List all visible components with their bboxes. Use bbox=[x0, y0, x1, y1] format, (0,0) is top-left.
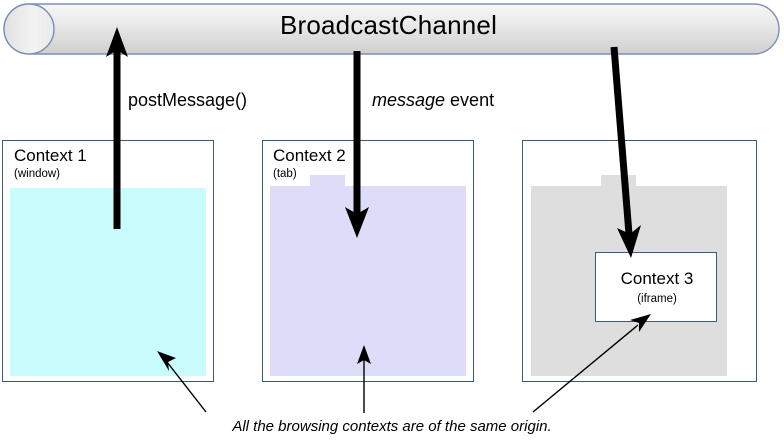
context-2-title: Context 2 bbox=[273, 146, 346, 165]
context-1-title: Context 1 bbox=[14, 146, 87, 165]
context-1-subtitle: (window) bbox=[14, 168, 61, 180]
context-3-title: Context 3 bbox=[620, 269, 694, 288]
diagram-caption: All the browsing contexts are of the sam… bbox=[232, 418, 552, 435]
context-1-window-surface bbox=[10, 188, 206, 376]
context-3-iframe-box: Context 3 (iframe) bbox=[595, 252, 717, 322]
edge-label-message-rest: event bbox=[445, 90, 495, 110]
edge-label-message-event: message event bbox=[372, 90, 494, 111]
context-2-tab-handle bbox=[310, 175, 345, 188]
broadcast-channel-pipe bbox=[3, 3, 780, 55]
broadcast-channel-label: BroadcastChannel bbox=[279, 10, 498, 40]
edge-label-message-italic: message bbox=[372, 90, 446, 110]
context-3-subtitle: (iframe) bbox=[637, 293, 677, 305]
context-2-subtitle: (tab) bbox=[273, 168, 297, 180]
edge-label-postmessage: postMessage() bbox=[128, 90, 248, 110]
context-2-tab-surface bbox=[270, 186, 466, 376]
